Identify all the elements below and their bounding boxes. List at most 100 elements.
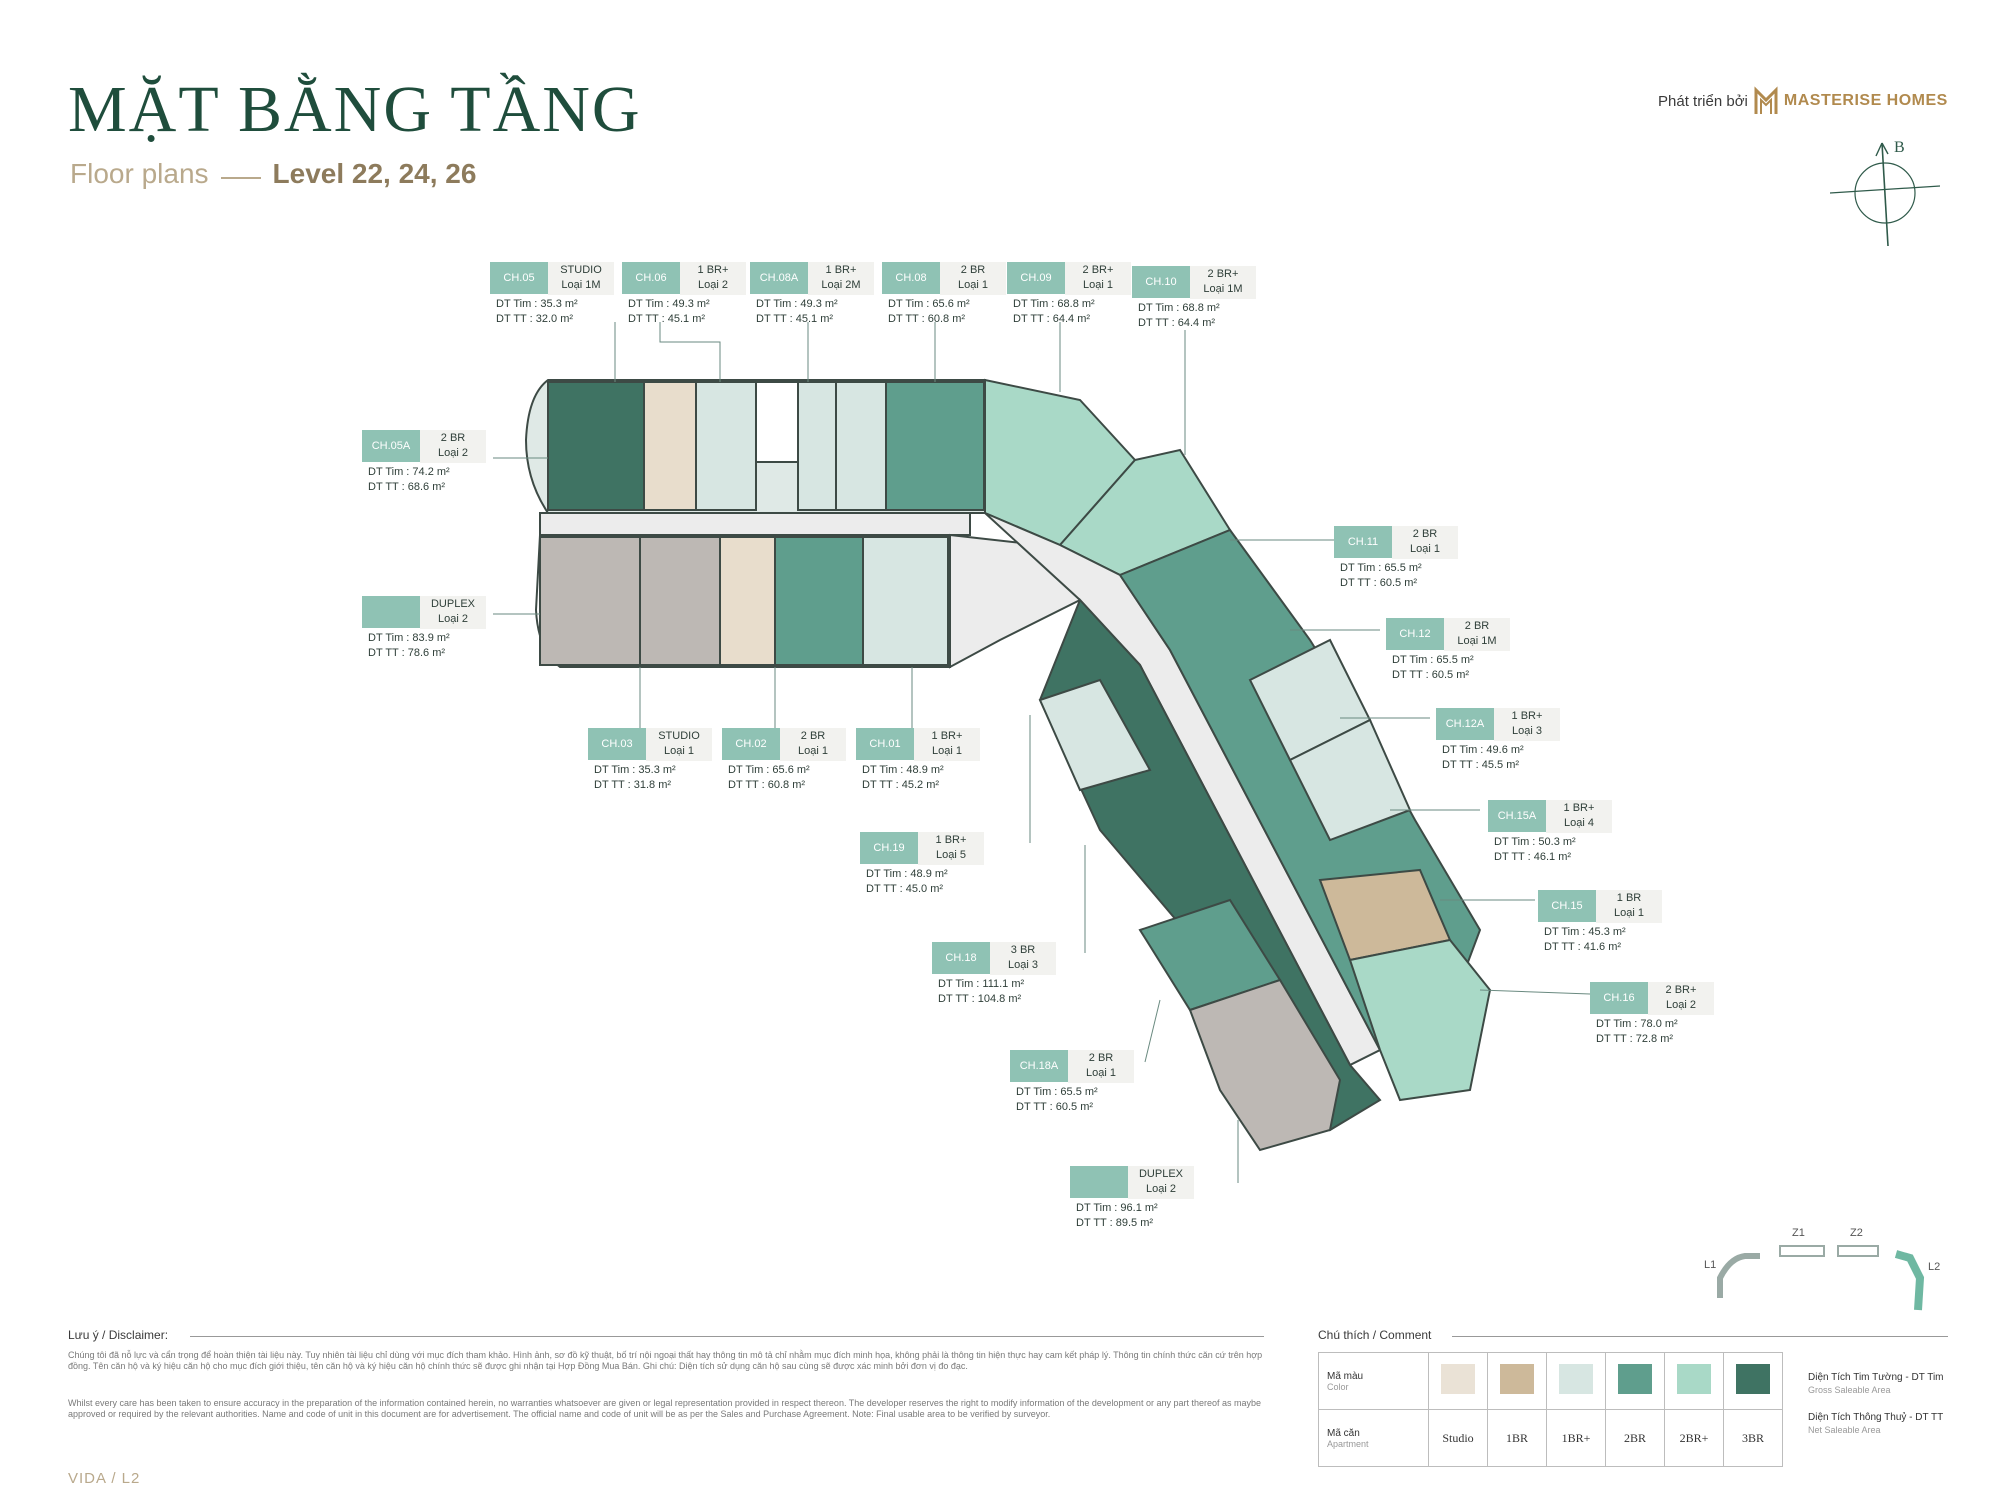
- unit-card-ch01: CH.01 1 BR+Loại 1 DT Tim : 48.9 m² DT TT…: [856, 728, 984, 794]
- legend-cell: [1546, 1352, 1606, 1410]
- area-note-net-sub: Net Saleable Area: [1808, 1425, 1881, 1435]
- unit-type: 2 BR+Loại 1: [1065, 262, 1131, 295]
- unit-net-area: DT TT : 31.8 m²: [594, 779, 672, 791]
- floor-plan-building: [524, 378, 1492, 1152]
- unit-code: CH.19: [860, 832, 918, 864]
- unit-code: CH.11: [1334, 526, 1392, 558]
- unit-code: CH.08: [882, 262, 940, 294]
- unit-code: CH.06: [622, 262, 680, 294]
- unit-card-ch19: CH.19 1 BR+Loại 5 DT Tim : 48.9 m² DT TT…: [860, 832, 988, 898]
- unit-code: CH.18A: [1010, 1050, 1068, 1082]
- unit-gross-area: DT Tim : 78.0 m²: [1596, 1018, 1678, 1030]
- unit-card-ch08a: CH.08A 1 BR+Loại 2M DT Tim : 49.3 m² DT …: [750, 262, 878, 328]
- keyplan-z1: [1779, 1245, 1825, 1257]
- unit-variant: Loại 1: [664, 745, 694, 757]
- unit-gross-area: DT Tim : 65.5 m²: [1016, 1086, 1098, 1098]
- unit-variant: Loại 1: [1614, 907, 1644, 919]
- unit-variant: Loại 3: [1008, 959, 1038, 971]
- keyplan-z2: [1837, 1245, 1879, 1257]
- legend-label-2br: 2BR: [1605, 1409, 1665, 1467]
- area-note-gross-title: Diện Tích Tim Tường - DT Tim: [1808, 1372, 1944, 1383]
- unit-variant: Loại 2: [1146, 1183, 1176, 1195]
- subtitle-rule: [220, 177, 261, 179]
- unit-variant: Loại 3: [1512, 725, 1542, 737]
- unit-net-area: DT TT : 45.2 m²: [862, 779, 940, 791]
- unit-type: 2 BR+Loại 1M: [1190, 266, 1256, 299]
- unit-block-ch08a: [797, 381, 837, 511]
- unit-type-name: 2 BR: [1088, 1052, 1114, 1064]
- unit-net-area: DT TT : 46.1 m²: [1494, 851, 1572, 863]
- unit-type: 1 BR+Loại 4: [1546, 800, 1612, 833]
- legend-label-studio: Studio: [1428, 1409, 1488, 1467]
- developer-name: MASTERISE HOMES: [1783, 92, 1948, 109]
- unit-type-name: 2 BR: [1412, 528, 1438, 540]
- legend-apartment-sub: Apartment: [1327, 1438, 1369, 1449]
- unit-net-area: DT TT : 104.8 m²: [938, 993, 1022, 1005]
- unit-gross-area: DT Tim : 65.6 m²: [728, 764, 810, 776]
- unit-net-area: DT TT : 60.8 m²: [728, 779, 806, 791]
- developer-brand: Phát triển bởi MASTERISE HOMES: [1658, 86, 1948, 116]
- unit-block-ch06: [695, 381, 757, 511]
- unit-block-ch03: [719, 536, 776, 666]
- leader-lines: [493, 322, 1591, 1183]
- legend-label-1br-plus: 1BR+: [1546, 1409, 1606, 1467]
- unit-code: CH.01: [856, 728, 914, 760]
- unit-net-area: DT TT : 64.4 m²: [1013, 313, 1091, 325]
- unit-gross-area: DT Tim : 48.9 m²: [866, 868, 948, 880]
- unit-type: 1 BR+Loại 3: [1494, 708, 1560, 741]
- unit-variant: Loại 1: [1086, 1067, 1116, 1079]
- unit-gross-area: DT Tim : 35.3 m²: [496, 298, 578, 310]
- unit-code: CH.12: [1386, 618, 1444, 650]
- unit-variant: Loại 1: [1083, 279, 1113, 291]
- unit-type: 1 BR Loại 1: [1596, 890, 1662, 923]
- unit-block-ch08: [885, 381, 985, 511]
- unit-type-name: 2 BR: [800, 730, 826, 742]
- unit-gross-area: DT Tim : 49.3 m²: [756, 298, 838, 310]
- unit-block-ch02: [774, 536, 864, 666]
- legend-apartment-title: Mã căn: [1327, 1427, 1360, 1439]
- unit-gross-area: DT Tim : 68.8 m²: [1013, 298, 1095, 310]
- unit-block-ch08a-b: [835, 381, 887, 511]
- unit-net-area: DT TT : 60.5 m²: [1340, 577, 1418, 589]
- unit-gross-area: DT Tim : 68.8 m²: [1138, 302, 1220, 314]
- legend-color-title: Mã màu: [1327, 1370, 1364, 1382]
- unit-card-ch06: CH.06 1 BR+Loại 2 DT Tim : 49.3 m² DT TT…: [622, 262, 750, 328]
- area-note-net-title: Diện Tích Thông Thuỷ - DT TT: [1808, 1412, 1944, 1423]
- swatch-studio: [1441, 1364, 1475, 1394]
- unit-type-name: 3 BR: [1010, 944, 1036, 956]
- keyplan-l2-label: L2: [1928, 1261, 1940, 1273]
- unit-type-name: 1 BR+: [931, 730, 963, 742]
- disclaimer-english: Whilst every care has been taken to ensu…: [68, 1398, 1262, 1419]
- unit-code: [362, 596, 420, 628]
- unit-type-name: 2 BR: [440, 432, 466, 444]
- unit-type: 2 BR+Loại 2: [1648, 982, 1714, 1015]
- swatch-1br: [1500, 1364, 1534, 1394]
- unit-code: CH.15A: [1488, 800, 1546, 832]
- unit-type-name: 1 BR: [1616, 892, 1642, 904]
- unit-gross-area: DT Tim : 111.1 m²: [938, 978, 1025, 990]
- unit-gross-area: DT Tim : 83.9 m²: [368, 632, 450, 644]
- unit-net-area: DT TT : 78.6 m²: [368, 647, 446, 659]
- legend-cell: [1428, 1352, 1488, 1410]
- unit-type: 1 BR+Loại 5: [918, 832, 984, 865]
- unit-variant: Loại 1M: [1457, 635, 1497, 647]
- unit-type-name: 2 BR: [960, 264, 986, 276]
- unit-block-duplex-west-b: [639, 536, 721, 666]
- unit-type: 3 BR Loại 3: [990, 942, 1056, 975]
- compass-north-label: B: [1894, 139, 1905, 156]
- unit-gross-area: DT Tim : 35.3 m²: [594, 764, 676, 776]
- developer-prefix: Phát triển bởi: [1658, 92, 1748, 110]
